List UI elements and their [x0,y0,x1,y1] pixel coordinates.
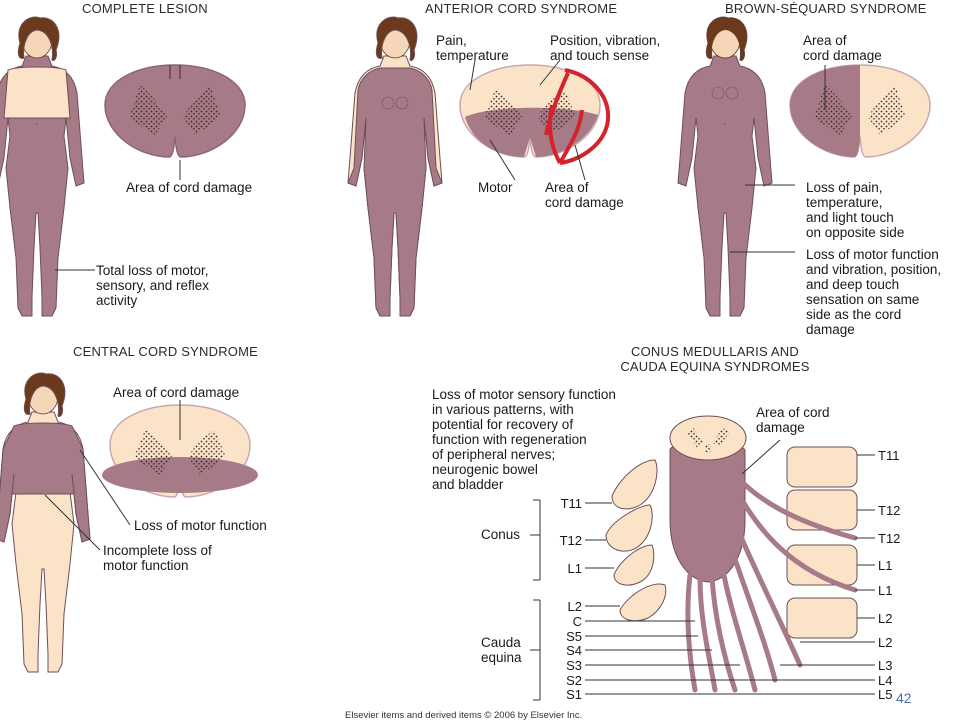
conus-cord [669,415,747,583]
page-number: 42 [896,690,912,706]
panel-conus-cauda [530,415,875,701]
label-anterior-damage: Area of cord damage [545,180,624,210]
left-label-t11: T11 [560,496,582,511]
panel-brown-sequard [677,16,931,317]
panel-central-cord [0,372,258,673]
leader-lines [530,439,875,701]
right-label-l1-b: L1 [878,583,893,598]
label-brown-pain-loss: Loss of pain, temperature, and light tou… [806,180,905,240]
figure-anterior [347,16,443,317]
vertebrae-left [605,459,667,622]
right-label-t11: T11 [878,448,900,463]
right-label-l1-a: L1 [878,558,893,573]
cord-section-anterior [459,64,611,165]
label-complete-loss: Total loss of motor, sensory, and reflex… [96,263,210,308]
vertebrae-right [786,446,858,639]
left-label-t12: T12 [559,533,582,548]
right-label-l5: L5 [878,687,893,702]
heading-brown-sequard: BROWN-SÉQUARD SYNDROME [725,1,927,16]
right-label-l2-a: L2 [878,611,893,626]
callout-lines [44,59,826,551]
label-anterior-pain: Pain, temperature [436,33,509,63]
right-label-t12-a: T12 [878,503,901,518]
heading-central-cord: CENTRAL CORD SYNDROME [73,344,259,359]
heading-complete-lesion: COMPLETE LESION [82,1,208,16]
figure-complete [0,16,85,317]
left-label-s5: S5 [566,629,582,644]
left-label-s4: S4 [566,643,582,658]
figure-brown [677,16,773,317]
left-label-s1: S1 [566,687,582,702]
figure-central [0,372,91,673]
left-label-s3: S3 [566,658,582,673]
label-brown-damage: Area of cord damage [803,33,882,63]
label-central-motor-loss: Loss of motor function [134,518,267,533]
left-label-l1: L1 [567,561,582,576]
label-conus: Conus [481,527,521,542]
label-central-incomplete: Incomplete loss of motor function [103,543,212,573]
cord-section-brown [789,64,931,158]
right-label-l4: L4 [878,673,893,688]
right-label-l2-b: L2 [878,635,893,650]
copyright-credit: Elsevier items and derived items © 2006 … [345,710,583,721]
left-label-l2: L2 [567,599,582,614]
label-anterior-position: Position, vibration, and touch sense [550,33,661,63]
heading-anterior-cord: ANTERIOR CORD SYNDROME [425,1,618,16]
left-label-s2: S2 [566,673,582,688]
nerve-roots [685,477,858,693]
label-anterior-motor: Motor [478,180,513,195]
label-conus-description: Loss of motor sensory function in variou… [432,387,616,492]
right-label-l3: L3 [878,658,893,673]
label-brown-motor-loss: Loss of motor function and vibration, po… [806,247,942,337]
heading-conus-cauda: CONUS MEDULLARIS AND CAUDA EQUINA SYNDRO… [620,344,810,374]
label-conus-damage: Area of cord damage [756,405,830,435]
panel-complete-lesion [0,16,246,317]
label-central-damage: Area of cord damage [113,385,240,400]
panel-anterior-cord [347,16,611,317]
label-complete-damage: Area of cord damage [126,180,253,195]
right-label-t12-b: T12 [878,531,901,546]
cord-section-central [102,404,258,498]
label-cauda-equina: Cauda equina [481,635,522,665]
left-label-c: C [572,614,582,629]
anterior-spinal-artery [544,68,611,165]
cord-section-complete [104,64,246,158]
